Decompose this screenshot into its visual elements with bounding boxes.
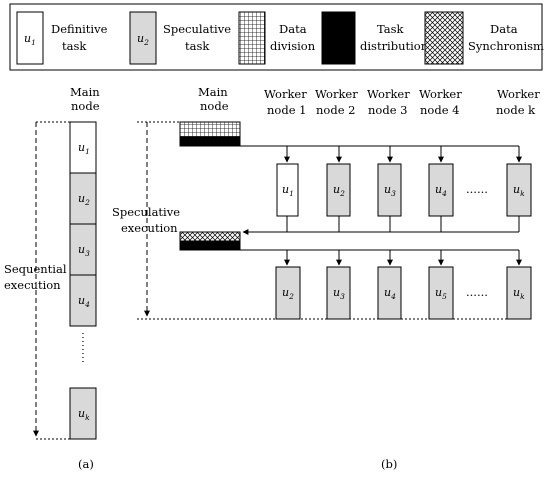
row2-task-u5-label: u5 [435,286,447,301]
row1-task-u1-label: u1 [282,183,294,198]
panel-a-task-uk-label: uk [78,407,90,422]
legend-definitive-label-1: Definitive [51,22,108,36]
sequential-label-1: Sequential [4,262,67,276]
task-distribution-block-2 [179,240,241,251]
row2-task-u2-label: u2 [282,286,294,301]
legend: u1 Definitive task u2 Speculative task D… [9,3,544,71]
legend-division-label-1: Data [279,22,307,36]
panel-a-task-u4 [69,274,97,327]
speculative-label-2: execution [121,221,178,235]
panel-a: Main node Sequential execution u1 u2 u3 … [4,85,100,471]
row1-task-u3-label: u3 [384,183,396,198]
panel-a-task-u1 [69,121,97,174]
panel-b-main-node-label-1: Main [198,85,228,99]
row2-task-u3-label: u3 [333,286,345,301]
worker-k-label-2: node k [496,103,536,117]
legend-distribution-label-2: distribution [360,39,429,53]
row1-task-uk [506,163,532,217]
panel-b-caption: (b) [381,457,397,471]
task-distribution-block-1 [179,136,241,147]
data-division-block [179,121,241,138]
worker-k-label-1: Worker [497,87,540,101]
legend-speculative-swatch [129,11,157,65]
row2-task-u4-label: u4 [384,286,396,301]
row1-ellipsis: ...... [466,182,488,196]
worker-3-label-2: node 3 [368,103,407,117]
panel-a-task-uk [69,387,97,440]
speculative-label-1: Speculative [112,205,180,219]
worker-1-label-2: node 1 [267,103,306,117]
worker-4-label-1: Worker [419,87,462,101]
legend-division-swatch [238,11,266,65]
sequential-label-2: execution [4,278,61,292]
panel-a-task-u3 [69,223,97,276]
legend-speculative-var: u2 [137,32,149,47]
legend-definitive-label-2: task [62,39,87,53]
panel-a-main-node-label-2: node [71,99,100,113]
legend-distribution-label-1: Task [377,22,405,36]
row2-task-uk [506,266,532,320]
legend-distribution-swatch [321,11,356,65]
data-sync-block [179,231,241,242]
panel-a-task-u3-label: u3 [78,243,90,258]
worker-1-label-1: Worker [264,87,307,101]
panel-a-caption: (a) [78,457,94,471]
legend-speculative-label-2: task [185,39,210,53]
panel-a-task-u1-label: u1 [78,141,90,156]
row1-task-u4 [428,163,454,217]
worker-2-label-2: node 2 [316,103,355,117]
worker-3-label-1: Worker [367,87,410,101]
worker-2-label-1: Worker [315,87,358,101]
panel-a-main-node-label-1: Main [70,85,100,99]
legend-speculative-label-1: Speculative [163,22,231,36]
legend-sync-label-1: Data [490,22,518,36]
legend-sync-swatch [424,11,464,65]
legend-sync-label-2: Synchronism [468,39,544,53]
legend-division-label-2: division [270,39,316,53]
legend-definitive-swatch [16,11,44,65]
panel-b: Main node Worker node 1 Worker node 2 Wo… [112,85,540,471]
legend-definitive-var: u1 [24,32,36,47]
panel-b-main-node-label-2: node [200,99,229,113]
row1-task-u4-label: u4 [435,183,447,198]
row2-task-u4 [377,266,402,320]
row2-ellipsis: ...... [466,285,488,299]
row2-task-u5 [428,266,454,320]
row2-task-uk-label: uk [513,286,525,301]
row1-task-uk-label: uk [513,183,525,198]
worker-4-label-2: node 4 [420,103,459,117]
panel-a-task-u2-label: u2 [78,192,90,207]
panel-a-task-u4-label: u4 [78,294,90,309]
row1-task-u2-label: u2 [333,183,345,198]
row2-task-u3 [326,266,351,320]
row2-task-u2 [275,266,301,320]
